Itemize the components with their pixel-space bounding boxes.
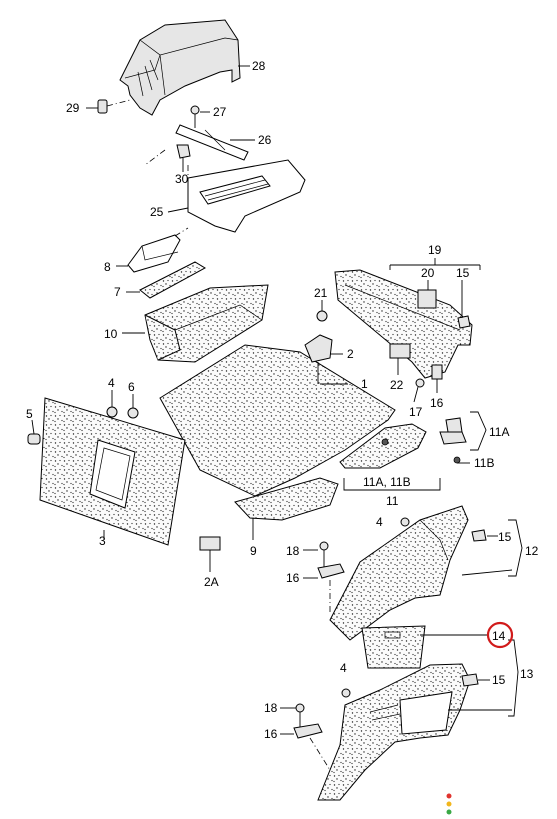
callout-8: 8	[104, 260, 111, 274]
floor-panel-part	[159, 344, 396, 497]
bracket-part	[175, 124, 255, 161]
callout-18-upper: 18	[286, 544, 300, 558]
lock-part	[389, 343, 411, 375]
red-dot	[446, 793, 452, 799]
anchor-part	[439, 411, 487, 464]
callout-16-upper: 16	[430, 396, 444, 410]
striker-part	[431, 364, 443, 393]
callout-11A: 11A	[489, 425, 509, 439]
yellow-dot	[446, 801, 452, 807]
callout-21: 21	[314, 286, 328, 300]
screw-part-2	[316, 300, 328, 322]
callout-12: 12	[525, 544, 539, 558]
latch-part	[417, 280, 437, 309]
bolt-assembly-part-2	[280, 703, 331, 771]
bolt-assembly-part	[303, 541, 345, 615]
callout-11B: 11B	[474, 456, 494, 470]
callout-28: 28	[252, 59, 266, 73]
callout-4-left: 4	[108, 376, 115, 390]
cap-part	[457, 280, 471, 329]
mounting-plate-part	[167, 159, 306, 233]
callout-6: 6	[128, 380, 135, 394]
side-panel-part	[39, 397, 186, 546]
fastener-group	[27, 390, 139, 445]
callout-10: 10	[104, 327, 118, 341]
lower-side-trim-part	[317, 639, 519, 801]
strip-part	[126, 261, 207, 299]
retainer-part	[144, 144, 191, 172]
callout-4-lower: 4	[340, 661, 347, 675]
callout-25: 25	[150, 205, 164, 219]
sill-trim-part	[234, 477, 339, 540]
bolt-part	[413, 378, 425, 403]
screw-part	[190, 105, 210, 128]
callout-2A: 2A	[204, 575, 219, 589]
callout-11A-11B: 11A, 11B	[363, 475, 411, 489]
callout-22: 22	[390, 378, 404, 392]
hook-part	[304, 334, 343, 384]
highlight-circle	[486, 621, 514, 649]
callout-30: 30	[175, 172, 189, 186]
callout-27: 27	[213, 105, 227, 119]
callout-14: 14	[492, 629, 506, 643]
callout-16-mid: 16	[286, 571, 300, 585]
callout-1: 1	[361, 377, 368, 391]
callout-17: 17	[409, 405, 423, 419]
side-pocket-part	[339, 423, 441, 491]
callout-5: 5	[26, 407, 33, 421]
green-dot	[446, 809, 452, 815]
cover-cap-part	[199, 536, 221, 572]
callout-20: 20	[421, 266, 435, 280]
callout-7: 7	[114, 285, 121, 299]
storage-tray-part	[122, 284, 269, 363]
callout-9: 9	[250, 544, 257, 558]
callout-16-lower: 16	[264, 727, 278, 741]
callout-19: 19	[428, 243, 442, 257]
callout-15-lower: 15	[492, 673, 506, 687]
callout-2: 2	[347, 347, 354, 361]
callout-11: 11	[386, 494, 399, 508]
callout-15-top: 15	[456, 266, 470, 280]
callout-3: 3	[99, 534, 106, 548]
callout-29: 29	[66, 101, 80, 115]
callout-labels: 28 29 27 26 30 25 8 7 10 19 20 15 21 2 1…	[26, 59, 539, 741]
status-dots	[446, 793, 452, 815]
side-trim-part	[329, 505, 523, 641]
access-lid-part	[361, 625, 488, 669]
guide-rail-part	[116, 227, 189, 273]
cover-housing-part	[119, 19, 250, 116]
callout-18-lower: 18	[264, 701, 278, 715]
clip-part	[86, 99, 131, 114]
callout-15-mid: 15	[498, 530, 512, 544]
callout-26: 26	[258, 133, 272, 147]
callout-13: 13	[520, 667, 534, 681]
callout-4-mid: 4	[376, 515, 383, 529]
rear-trim-panel-part	[334, 258, 481, 379]
